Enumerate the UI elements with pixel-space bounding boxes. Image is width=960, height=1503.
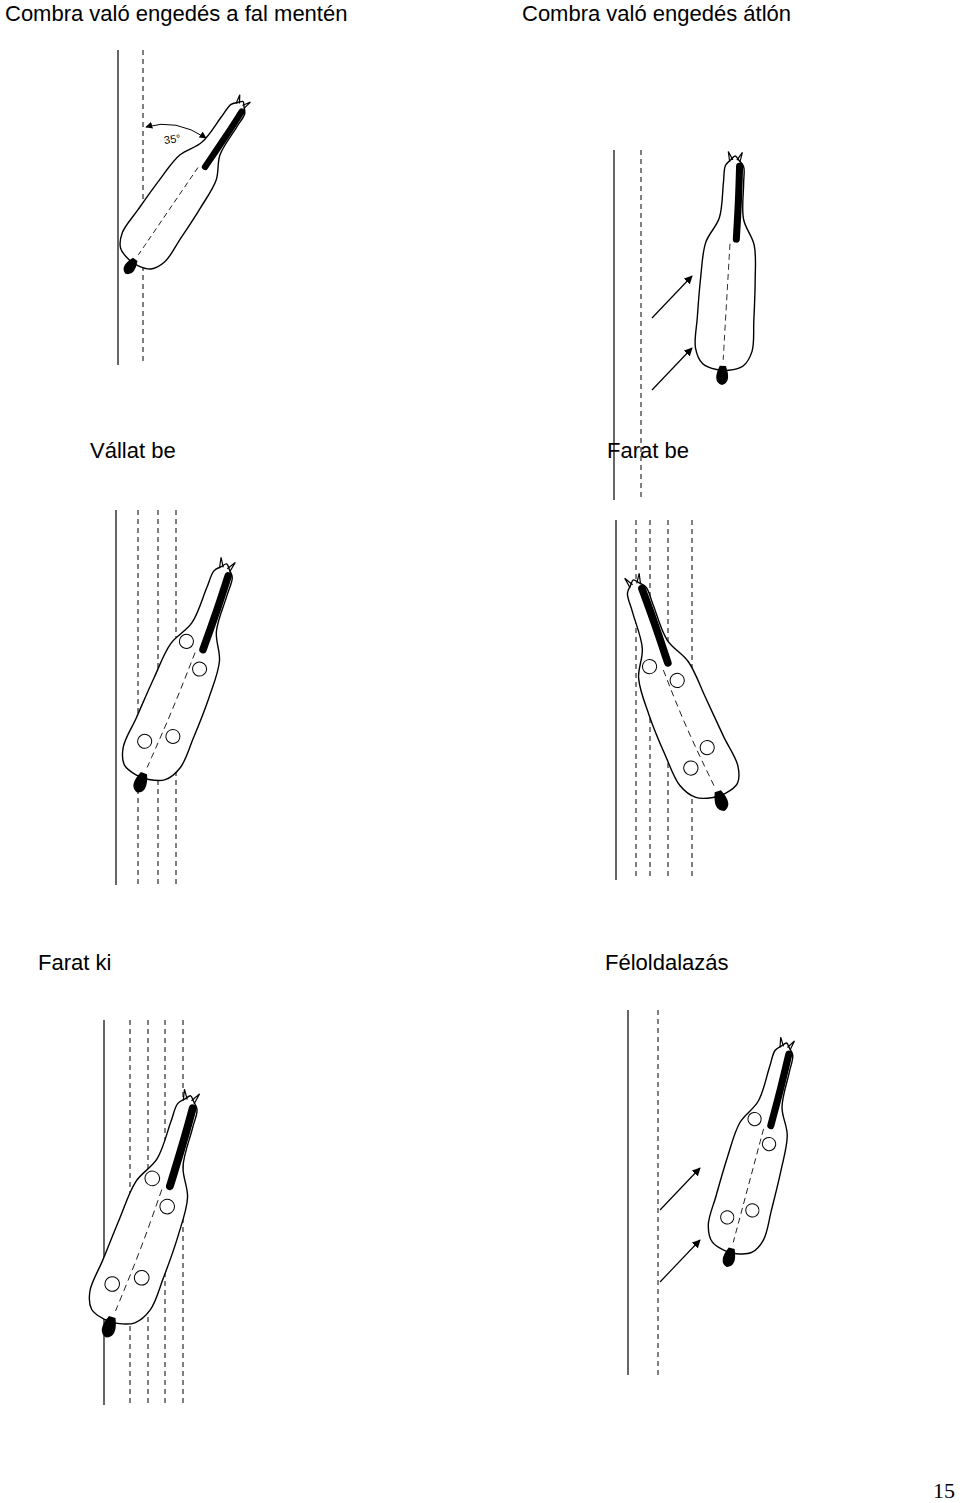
hoof-print [719, 1209, 735, 1225]
wall-line [627, 1010, 628, 1375]
horse-tail [121, 256, 140, 277]
horse-spine [733, 1129, 763, 1242]
hoof-print [641, 658, 659, 676]
angle-label: 35° [162, 132, 182, 147]
horse-tail [131, 771, 150, 795]
horse-ears [728, 152, 743, 163]
figure-caption: Féloldalazás [605, 950, 729, 976]
horse [698, 1031, 816, 1274]
horse-ears [181, 1089, 199, 1104]
movement-arrow [660, 1168, 700, 1210]
horse-spine [663, 666, 714, 789]
horse-body [693, 154, 764, 372]
horse-body [83, 1084, 219, 1333]
horse-body [702, 1035, 815, 1260]
track-line [636, 520, 637, 880]
movement-arrow [652, 276, 692, 318]
wall-line [115, 510, 116, 885]
horse-figures [78, 83, 816, 1349]
horse-spine [147, 650, 195, 769]
horse-ears [217, 557, 235, 572]
horse [693, 150, 765, 387]
track-lines [104, 50, 692, 1405]
horse-spine [138, 168, 198, 255]
hoof-print [191, 660, 209, 678]
hoof-print [158, 1197, 176, 1215]
figure-caption: Farat be [607, 438, 689, 464]
track-line [658, 1010, 659, 1375]
track-line [138, 510, 139, 885]
horse [605, 563, 750, 824]
figure-caption: Combra való engedés a fal mentén [5, 1, 347, 27]
hoof-print [143, 1169, 161, 1187]
figure-caption: Farat ki [38, 950, 111, 976]
figure-caption: Combra való engedés átlón [522, 1, 791, 27]
horse-mane [204, 112, 242, 167]
horse-mane [202, 576, 229, 650]
horse-tail [721, 1247, 738, 1269]
horse-tail [712, 789, 731, 813]
horse-ears [235, 95, 251, 110]
horse-spine [116, 1187, 162, 1313]
page-number: 15 [933, 1478, 955, 1503]
hoof-print [177, 632, 195, 650]
horse-body [115, 552, 253, 790]
horse-tail [716, 366, 729, 386]
direction-arrows [146, 124, 700, 1282]
hoof-print [136, 732, 154, 750]
horse [110, 548, 255, 805]
horse-body [607, 567, 746, 809]
horse-spine [723, 244, 730, 360]
horse-ears [778, 1037, 794, 1051]
wall-line [103, 1020, 104, 1405]
wall-line [117, 50, 118, 365]
hoof-print [133, 1269, 151, 1287]
hoof-print [698, 739, 716, 757]
hoof-print [744, 1202, 760, 1218]
hoof-print [761, 1136, 777, 1152]
hoof-print [682, 759, 700, 777]
hoof-print [668, 671, 686, 689]
horse [78, 1080, 220, 1349]
horse-mane [169, 1108, 194, 1186]
horse-mane [735, 166, 740, 239]
movement-arrow [660, 1240, 700, 1282]
horse [103, 83, 267, 288]
horse-body [111, 86, 265, 277]
movement-arrow [652, 348, 692, 390]
horse-mane [642, 588, 668, 663]
wall-line [615, 520, 616, 880]
figure-caption: Vállat be [90, 438, 176, 464]
hoof-print [103, 1275, 121, 1293]
horse-tail [100, 1315, 119, 1339]
hoof-print [746, 1111, 762, 1127]
hoof-print [164, 727, 182, 745]
horse-mane [770, 1054, 790, 1125]
